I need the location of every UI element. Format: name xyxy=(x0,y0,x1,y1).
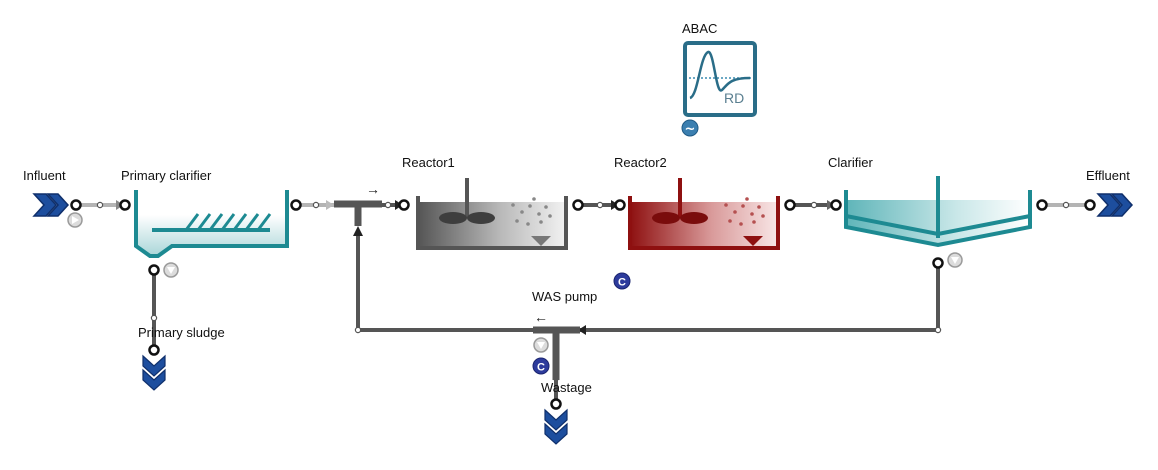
connector-icon xyxy=(148,264,160,276)
was-pump-unit[interactable] xyxy=(533,326,580,380)
svg-text:RD: RD xyxy=(724,90,744,106)
primary-clarifier-unit[interactable] xyxy=(119,190,302,278)
wastage-chevron-icon xyxy=(544,408,568,445)
bubbles xyxy=(511,197,552,226)
wastage-node[interactable] xyxy=(544,398,568,445)
primary-sludge-node[interactable] xyxy=(142,344,166,391)
influent-chevron-icon xyxy=(32,193,70,217)
connector-icon xyxy=(572,199,584,211)
bubbles xyxy=(724,197,765,226)
effluent-node[interactable] xyxy=(1084,193,1134,217)
pump-icon xyxy=(533,337,549,353)
connector-icon xyxy=(614,199,626,211)
influent-node[interactable] xyxy=(32,193,83,228)
connector-icon xyxy=(932,257,944,269)
reactor1-unit[interactable] xyxy=(398,178,584,250)
flow-arrow-icon xyxy=(326,200,334,210)
connector-icon xyxy=(784,199,796,211)
sludge-chevron-icon xyxy=(142,354,166,391)
influent-label: Influent xyxy=(23,168,66,183)
signal-link-icon[interactable]: ~ xyxy=(681,119,699,137)
reactor1-label: Reactor1 xyxy=(402,155,455,170)
pipe-junction-dots xyxy=(96,201,1070,382)
connector-icon xyxy=(119,199,131,211)
pump-icon xyxy=(163,262,179,278)
mixer-icon xyxy=(652,178,708,224)
reactor2-label: Reactor2 xyxy=(614,155,667,170)
connector-icon xyxy=(148,344,160,356)
pump-icon xyxy=(67,212,83,228)
wastage-label: Wastage xyxy=(541,380,592,395)
effluent-chevron-icon xyxy=(1096,193,1134,217)
aeration-icon xyxy=(743,236,763,246)
primary-clarifier-label: Primary clarifier xyxy=(121,168,212,183)
was-direction-arrow: ← xyxy=(534,309,548,325)
connector-icon xyxy=(1084,199,1096,211)
primary-sludge-label: Primary sludge xyxy=(138,325,225,340)
controller-icon[interactable]: C xyxy=(532,357,550,375)
svg-text:C: C xyxy=(537,362,545,374)
flow-arrow-icon xyxy=(353,226,363,236)
effluent-label: Effluent xyxy=(1086,168,1130,183)
svg-text:C: C xyxy=(618,277,626,289)
secondary-clarifier-unit[interactable] xyxy=(830,176,1048,269)
abac-label: ABAC xyxy=(682,21,718,36)
connector-icon xyxy=(1036,199,1048,211)
connector-icon xyxy=(290,199,302,211)
clarifier-label: Clarifier xyxy=(828,155,873,170)
connector-icon xyxy=(70,199,82,211)
mixer-icon xyxy=(439,178,495,224)
connector-icon xyxy=(830,199,842,211)
ras-mixer-junction[interactable] xyxy=(334,200,382,226)
abac-controller-unit[interactable]: RD xyxy=(683,41,757,117)
flow-arrow-icon xyxy=(578,325,586,335)
reactor2-unit[interactable] xyxy=(614,178,796,250)
abac-controller-icon xyxy=(689,50,751,100)
splitter-direction-arrow: → xyxy=(366,181,380,197)
connector-icon xyxy=(398,199,410,211)
aeration-icon xyxy=(531,236,551,246)
controller-icon[interactable]: C xyxy=(613,272,631,290)
connector-icon xyxy=(550,398,562,410)
svg-text:~: ~ xyxy=(685,122,696,137)
was-pump-label: WAS pump xyxy=(532,289,598,304)
pump-icon xyxy=(947,252,963,268)
